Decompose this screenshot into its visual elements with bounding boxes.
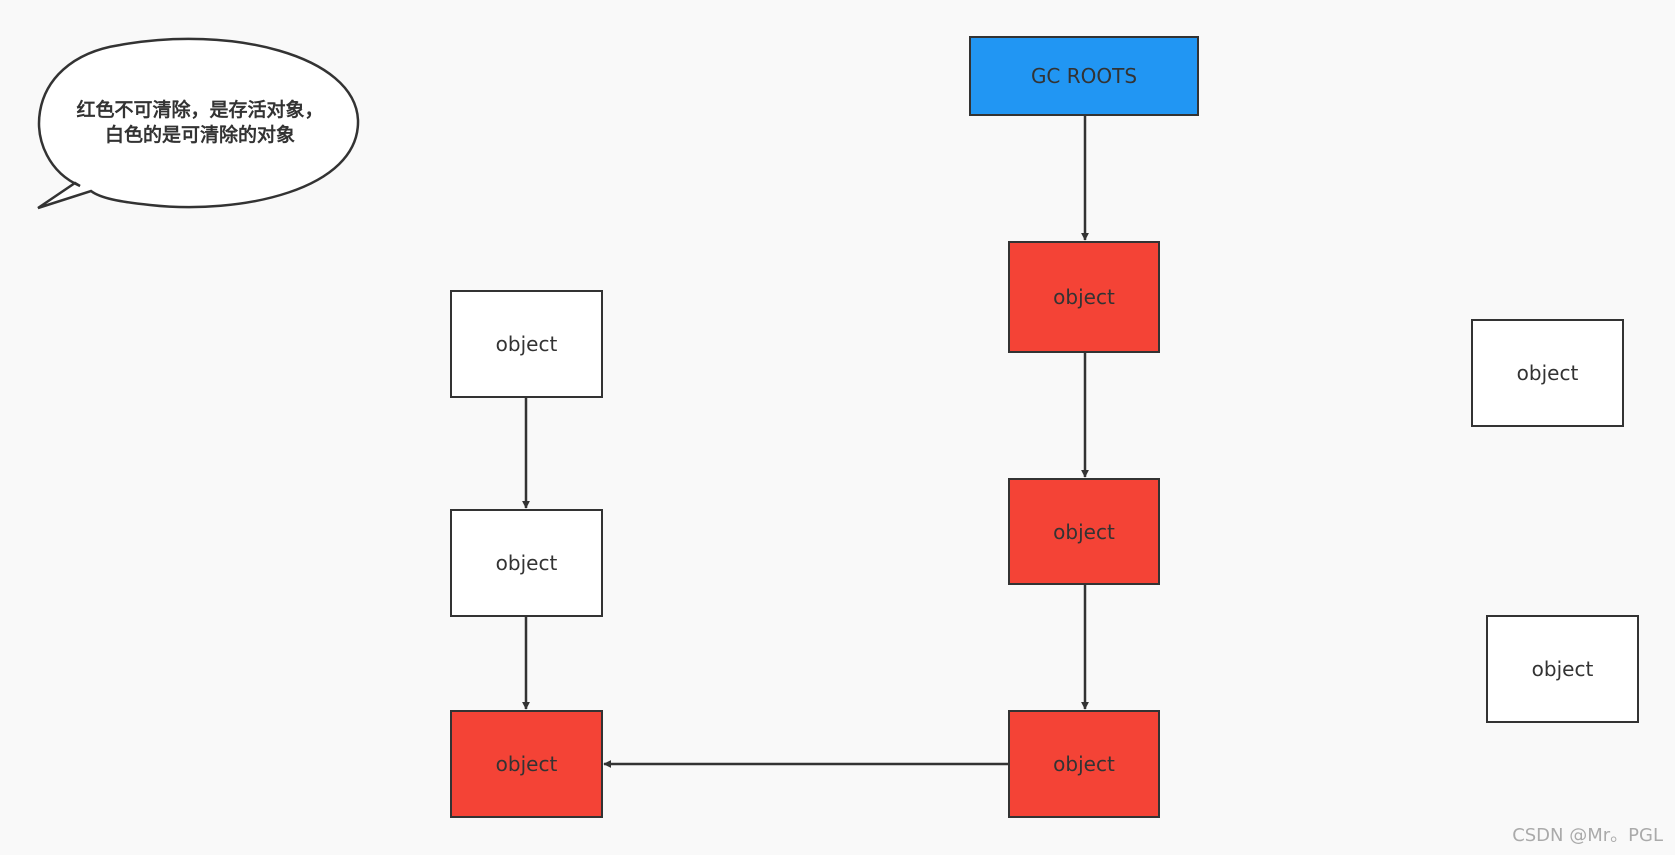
live-object-node-2: object [1008, 478, 1160, 585]
dead-object-label-2: object [495, 551, 558, 575]
dead-object-node-2: object [450, 509, 603, 617]
callout-line-2: 白色的是可清除的对象 [104, 124, 295, 146]
dead-object-label-1: object [495, 332, 558, 356]
dead-object-label-3: object [1516, 361, 1579, 385]
live-object-label-1: object [1053, 285, 1115, 309]
live-object-node-1: object [1008, 241, 1160, 353]
watermark: CSDN @Mr。PGL [1512, 825, 1663, 846]
live-object-node-4: object [450, 710, 603, 818]
callout-text: 红色不可清除，是存活对象， 白色的是可清除的对象 [40, 98, 360, 148]
speech-bubble [37, 37, 360, 210]
gc-roots-node: GC ROOTS [969, 36, 1199, 116]
live-object-label-3: object [1053, 752, 1115, 776]
callout-line-1: 红色不可清除，是存活对象， [76, 99, 324, 121]
dead-object-label-4: object [1531, 657, 1594, 681]
dead-object-node-1: object [450, 290, 603, 398]
gc-roots-label: GC ROOTS [1030, 64, 1138, 88]
dead-object-node-3: object [1471, 319, 1624, 427]
dead-object-node-4: object [1486, 615, 1639, 723]
live-object-node-3: object [1008, 710, 1160, 818]
live-object-label-2: object [1053, 519, 1115, 544]
live-object-label-4: object [495, 752, 558, 776]
